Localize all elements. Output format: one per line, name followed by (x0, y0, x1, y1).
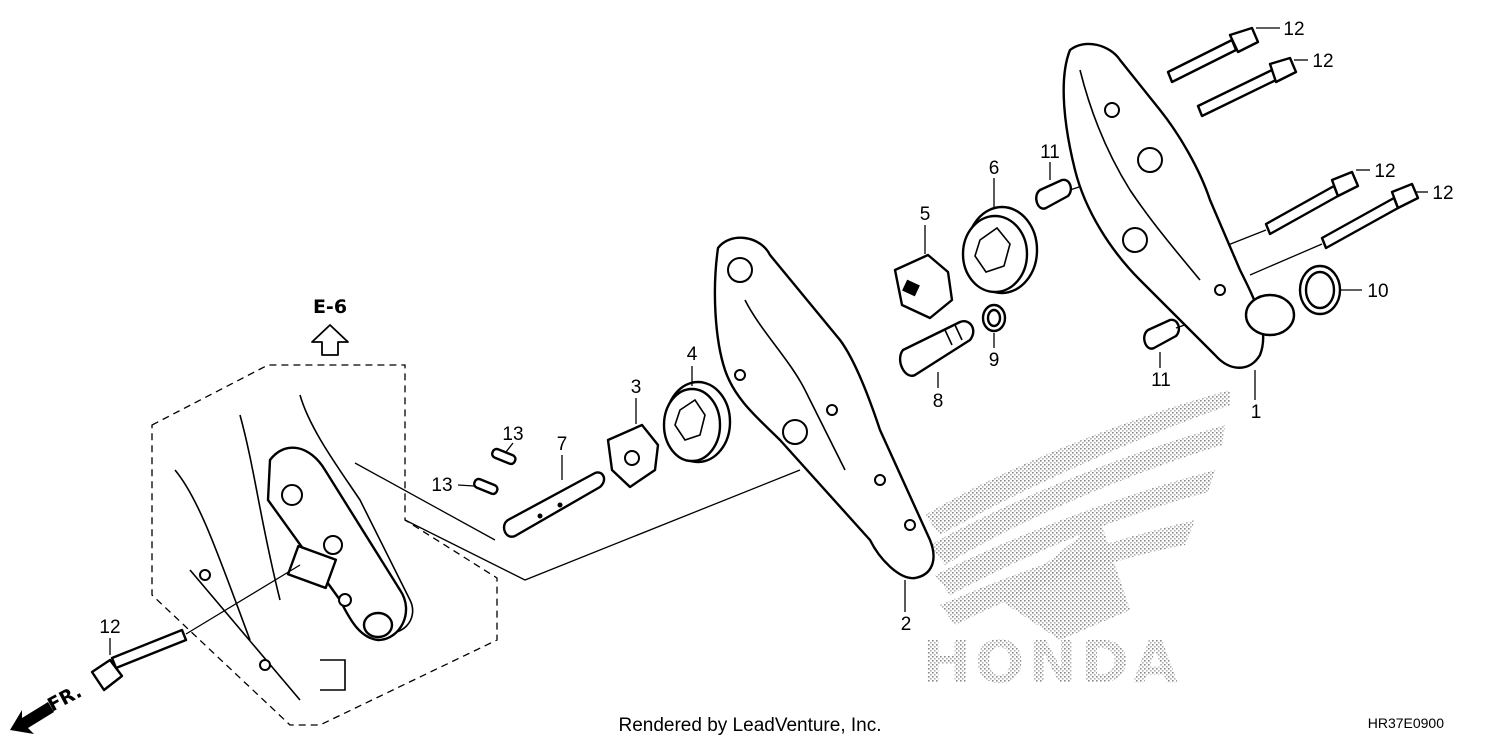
bolt-12-c (1264, 170, 1360, 236)
callout-12-c: 12 (1374, 161, 1395, 182)
bolt-12-d (1320, 182, 1420, 250)
callout-7: 7 (557, 434, 568, 455)
shaft-7 (502, 471, 606, 538)
pump-body-1 (1062, 42, 1296, 369)
callout-12-bottom: 12 (99, 617, 120, 638)
callout-9: 9 (989, 350, 1000, 371)
callout-12-d: 12 (1432, 183, 1453, 204)
oring-9 (981, 303, 1007, 333)
callout-6: 6 (989, 158, 1000, 179)
pin-13-upper (491, 447, 517, 466)
callout-13-lower: 13 (431, 475, 452, 496)
callout-13-upper: 13 (502, 424, 523, 445)
inner-rotor-5 (893, 253, 954, 320)
engine-case-inset (151, 364, 498, 726)
oring-10 (1298, 264, 1342, 316)
callout-5: 5 (920, 204, 931, 225)
callout-4: 4 (687, 344, 698, 365)
callout-10: 10 (1367, 281, 1388, 302)
pump-plate-2 (713, 236, 935, 580)
pin-13-lower (473, 477, 499, 496)
diagram-code: HR37E0900 (1368, 715, 1444, 731)
front-arrow-icon (10, 702, 54, 734)
callout-11-lower: 11 (1151, 370, 1171, 391)
callout-2: 2 (901, 614, 912, 635)
reference-label: E-6 (313, 296, 347, 318)
callout-1: 1 (1251, 402, 1262, 423)
outer-rotor-6 (961, 205, 1039, 295)
callout-12-a: 12 (1283, 19, 1304, 40)
reference-arrow-icon (311, 324, 349, 356)
honda-logo-text: HONDA (922, 628, 1181, 696)
shaft-8 (898, 320, 975, 377)
callout-11-upper: 11 (1040, 142, 1060, 163)
dowel-11-upper (1035, 178, 1073, 210)
bolt-12-b (1196, 56, 1298, 118)
callout-8: 8 (933, 391, 944, 412)
outer-rotor-4 (662, 380, 732, 464)
callout-12-b: 12 (1312, 51, 1333, 72)
bolt-12-bottom (90, 628, 188, 692)
credit-text: Rendered by LeadVenture, Inc. (618, 715, 881, 736)
inner-rotor-3 (606, 423, 660, 489)
honda-wing-watermark (925, 390, 1230, 640)
callout-3: 3 (631, 377, 642, 398)
dowel-11-lower (1143, 318, 1181, 350)
bolt-12-a (1166, 26, 1260, 84)
